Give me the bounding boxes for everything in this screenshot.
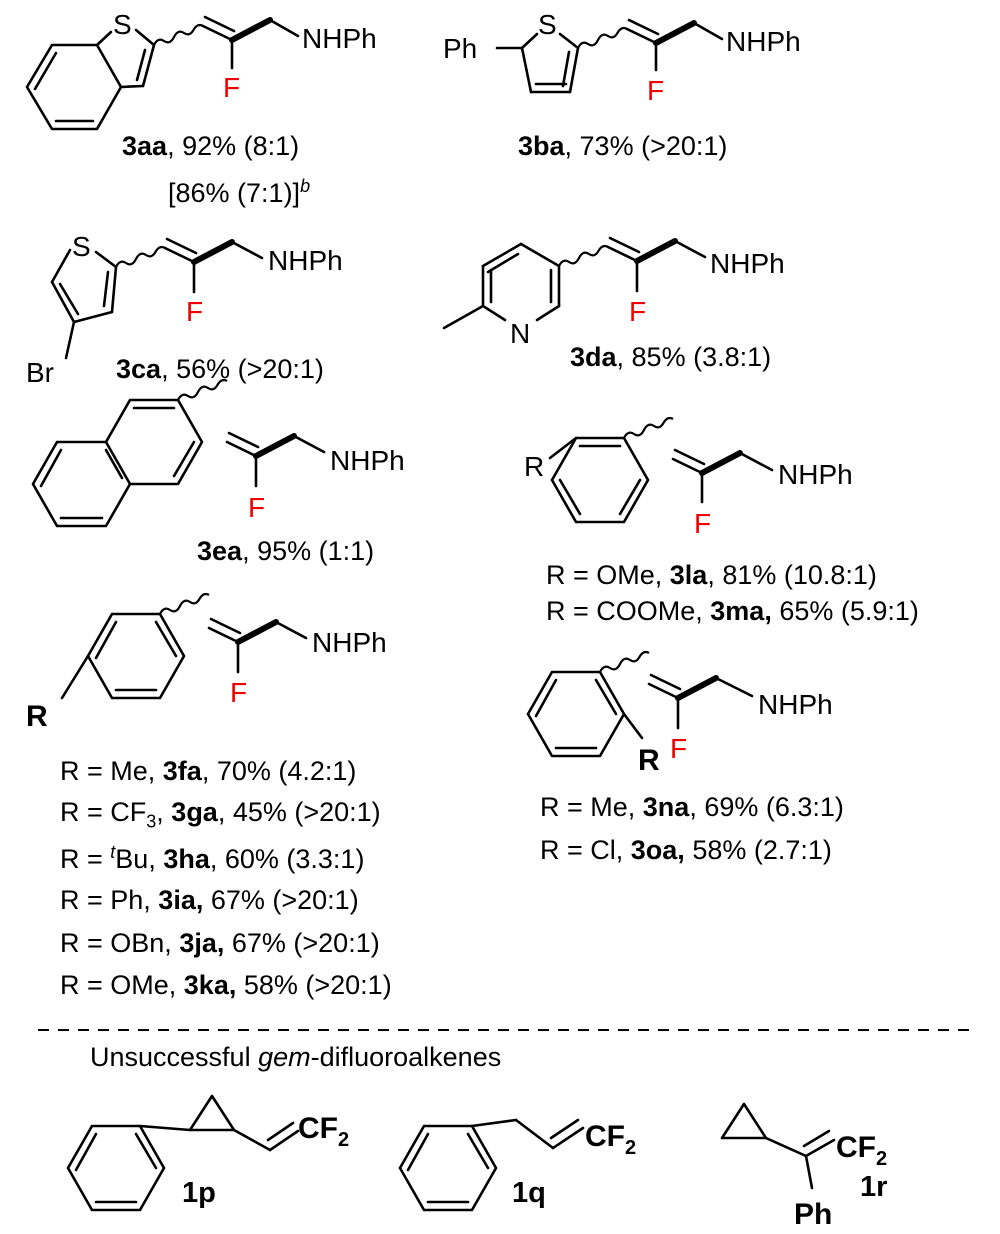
structure-1p: CF2 <box>66 1094 349 1212</box>
label-1r: 1r <box>860 1171 888 1203</box>
structure-3ea: F NHPh <box>31 378 405 528</box>
atom-nhph: NHPh <box>330 445 405 476</box>
structure-para: R F NHPh <box>26 592 387 733</box>
atom-f: F <box>186 296 203 327</box>
atom-s: S <box>113 9 132 40</box>
atom-cf2: CF2 <box>585 1120 636 1159</box>
compound-id: 3ba <box>518 131 565 161</box>
atom-nhph: NHPh <box>778 459 853 490</box>
atom-nhph: NHPh <box>312 627 387 658</box>
atom-cf2: CF2 <box>836 1131 887 1170</box>
para-row: R = tBu, 3ha, 60% (3.3:1) <box>60 842 365 874</box>
atom-f: F <box>670 733 687 764</box>
atom-ph: Ph <box>443 33 477 64</box>
atom-nhph: NHPh <box>726 26 801 57</box>
compound-id: 3aa <box>122 131 168 161</box>
structure-3ba: Ph S F NHPh <box>443 9 801 106</box>
structure-1r: CF2 Ph <box>720 1102 887 1231</box>
atom-f: F <box>223 72 240 103</box>
atom-r: R <box>524 451 544 482</box>
atom-n: N <box>510 318 530 349</box>
atom-s: S <box>72 231 91 262</box>
compound-id: 3ea <box>197 536 243 566</box>
atom-cf2: CF2 <box>298 1112 349 1151</box>
para-row: R = Ph, 3ia, 67% (>20:1) <box>60 885 359 915</box>
para-row: R = Me, 3fa, 70% (4.2:1) <box>60 756 357 786</box>
label-1q: 1q <box>512 1177 546 1209</box>
structure-1q: CF2 <box>398 1118 636 1212</box>
caption-3ea: 3ea, 95% (1:1) <box>197 536 375 566</box>
atom-f: F <box>248 492 265 523</box>
para-row: R = OBn, 3ja, 67% (>20:1) <box>60 928 380 958</box>
atom-r: R <box>638 744 660 777</box>
compound-id: 3ca <box>116 354 162 384</box>
unsuccessful-heading: Unsuccessful gem-difluoroalkenes <box>90 1042 502 1072</box>
atom-nhph: NHPh <box>302 23 377 54</box>
label-1p: 1p <box>182 1177 216 1209</box>
para-row: R = CF3, 3ga, 45% (>20:1) <box>60 797 381 832</box>
compound-id: 3da <box>570 342 617 372</box>
atom-ph: Ph <box>794 1198 832 1231</box>
caption-3aa: 3aa, 92% (8:1) <box>122 131 300 161</box>
ortho-row: R = Cl, 3oa, 58% (2.7:1) <box>540 835 832 865</box>
structure-3aa: S F NHPh <box>25 9 377 131</box>
atom-f: F <box>694 508 711 539</box>
atom-nhph: NHPh <box>710 248 785 279</box>
atom-f: F <box>230 677 247 708</box>
structure-3da: N F NHPh <box>442 236 785 349</box>
structure-3ca: S Br F NHPh <box>26 231 343 388</box>
ortho-row: R = Me, 3na, 69% (6.3:1) <box>540 792 844 822</box>
para-row: R = OMe, 3ka, 58% (>20:1) <box>60 970 392 1000</box>
caption-3aa-alt: [86% (7:1)]b <box>168 176 311 208</box>
atom-s: S <box>538 9 557 40</box>
atom-nhph: NHPh <box>758 689 833 720</box>
caption-3da: 3da, 85% (3.8:1) <box>570 342 772 372</box>
caption-3ba: 3ba, 73% (>20:1) <box>518 131 728 161</box>
meta-row: R = OMe, 3la, 81% (10.8:1) <box>546 560 877 590</box>
structure-meta: R F NHPh <box>524 416 853 539</box>
structure-ortho: R F NHPh <box>526 650 833 777</box>
caption-3ca: 3ca, 56% (>20:1) <box>116 354 324 384</box>
atom-nhph: NHPh <box>268 245 343 276</box>
atom-f: F <box>629 296 646 327</box>
atom-r: R <box>26 700 48 733</box>
atom-f: F <box>647 75 664 106</box>
atom-br: Br <box>26 357 54 388</box>
meta-row: R = COOMe, 3ma, 65% (5.9:1) <box>546 596 919 626</box>
